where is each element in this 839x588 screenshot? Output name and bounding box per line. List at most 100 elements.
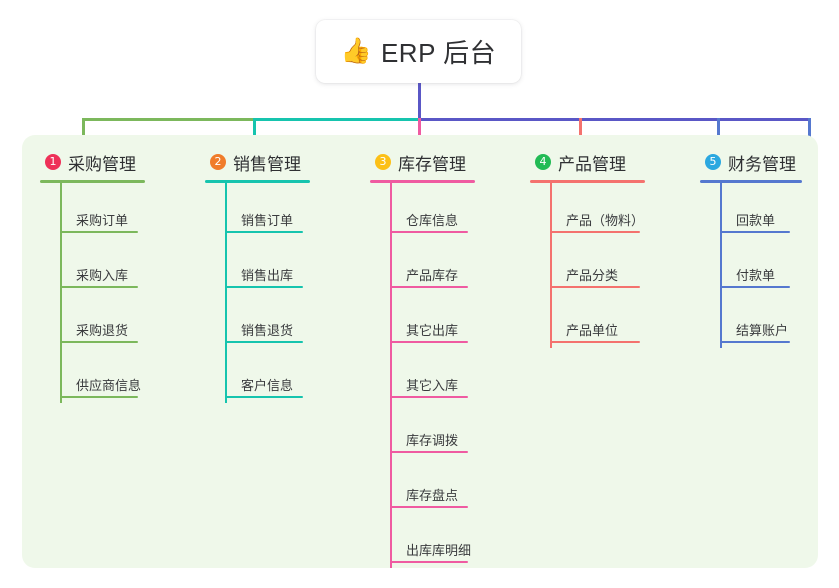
module-badge-icon: 1 xyxy=(45,154,61,170)
tree-spine xyxy=(390,183,392,568)
submenu-item-label: 产品库存 xyxy=(406,268,459,283)
tree-spine xyxy=(60,183,62,403)
submenu-item[interactable]: 产品单位 xyxy=(530,293,650,348)
module-column-2: 2 销售管理销售订单销售出库销售退货客户信息 xyxy=(205,150,315,403)
submenu-item[interactable]: 仓库信息 xyxy=(370,183,480,238)
module-title: 财务管理 xyxy=(728,154,796,174)
submenu-item-underline xyxy=(720,341,790,343)
submenu-item-underline xyxy=(390,451,468,453)
submenu-item-label: 付款单 xyxy=(736,268,776,283)
submenu-item-underline xyxy=(60,286,138,288)
tree-spine xyxy=(225,183,227,403)
module-underline xyxy=(370,180,475,183)
submenu-item[interactable]: 供应商信息 xyxy=(40,348,150,403)
submenu-item-label: 库存盘点 xyxy=(406,488,459,503)
submenu-item-label: 出库库明细 xyxy=(406,543,472,558)
submenu-item-label: 采购订单 xyxy=(76,213,129,228)
submenu-list: 销售订单销售出库销售退货客户信息 xyxy=(205,183,315,403)
module-badge-icon: 5 xyxy=(705,154,721,170)
submenu-item-underline xyxy=(390,561,468,563)
module-underline xyxy=(700,180,802,183)
module-header-5[interactable]: 5 财务管理 xyxy=(700,150,810,174)
submenu-item-underline xyxy=(390,341,468,343)
submenu-item[interactable]: 采购订单 xyxy=(40,183,150,238)
module-underline xyxy=(40,180,145,183)
module-header-1[interactable]: 1 采购管理 xyxy=(40,150,150,174)
module-title: 库存管理 xyxy=(398,154,466,174)
module-underline xyxy=(530,180,645,183)
submenu-item[interactable]: 回款单 xyxy=(700,183,810,238)
module-badge-icon: 2 xyxy=(210,154,226,170)
thumbs-up-icon: 👍 xyxy=(340,37,372,65)
module-title: 销售管理 xyxy=(233,154,301,174)
submenu-item-label: 销售出库 xyxy=(241,268,294,283)
submenu-item[interactable]: 其它出库 xyxy=(370,293,480,348)
submenu-item[interactable]: 销售订单 xyxy=(205,183,315,238)
submenu-item-underline xyxy=(720,231,790,233)
submenu-item-underline xyxy=(60,341,138,343)
submenu-item-label: 产品单位 xyxy=(566,323,619,338)
submenu-item[interactable]: 出库库明细 xyxy=(370,513,480,568)
submenu-item-underline xyxy=(60,396,138,398)
module-title: 产品管理 xyxy=(558,154,626,174)
module-column-5: 5 财务管理回款单付款单结算账户 xyxy=(700,150,810,348)
module-header-3[interactable]: 3 库存管理 xyxy=(370,150,480,174)
submenu-item-underline xyxy=(390,286,468,288)
module-column-4: 4 产品管理产品（物料） 产品分类产品单位 xyxy=(530,150,650,348)
submenu-item-label: 产品（物料） xyxy=(566,213,645,228)
submenu-item-label: 产品分类 xyxy=(566,268,619,283)
submenu-item-underline xyxy=(550,231,640,233)
submenu-item[interactable]: 库存调拨 xyxy=(370,403,480,458)
tree-spine xyxy=(550,183,552,348)
module-badge-icon: 3 xyxy=(375,154,391,170)
submenu-item[interactable]: 产品库存 xyxy=(370,238,480,293)
submenu-item[interactable]: 产品分类 xyxy=(530,238,650,293)
module-column-1: 1 采购管理采购订单采购入库采购退货供应商信息 xyxy=(40,150,150,403)
submenu-item[interactable]: 采购入库 xyxy=(40,238,150,293)
submenu-item-label: 供应商信息 xyxy=(76,378,142,393)
submenu-item-underline xyxy=(225,396,303,398)
submenu-item[interactable]: 采购退货 xyxy=(40,293,150,348)
submenu-item[interactable]: 销售出库 xyxy=(205,238,315,293)
submenu-item-underline xyxy=(390,506,468,508)
submenu-item-label: 客户信息 xyxy=(241,378,294,393)
submenu-item[interactable]: 付款单 xyxy=(700,238,810,293)
module-badge-icon: 4 xyxy=(535,154,551,170)
submenu-item[interactable]: 客户信息 xyxy=(205,348,315,403)
root-node[interactable]: 👍 ERP 后台 xyxy=(316,20,521,83)
submenu-item-label: 销售订单 xyxy=(241,213,294,228)
module-underline xyxy=(205,180,310,183)
submenu-list: 仓库信息产品库存其它出库其它入库库存调拨库存盘点出库库明细 xyxy=(370,183,480,568)
modules-panel xyxy=(22,135,818,568)
submenu-list: 采购订单采购入库采购退货供应商信息 xyxy=(40,183,150,403)
module-column-3: 3 库存管理仓库信息产品库存其它出库其它入库库存调拨库存盘点出库库明细 xyxy=(370,150,480,568)
submenu-item[interactable]: 销售退货 xyxy=(205,293,315,348)
submenu-item[interactable]: 其它入库 xyxy=(370,348,480,403)
submenu-item-label: 采购退货 xyxy=(76,323,129,338)
submenu-item-underline xyxy=(550,341,640,343)
submenu-item-underline xyxy=(390,231,468,233)
submenu-item-label: 其它出库 xyxy=(406,323,459,338)
submenu-item-label: 采购入库 xyxy=(76,268,129,283)
submenu-item-label: 库存调拨 xyxy=(406,433,459,448)
module-header-4[interactable]: 4 产品管理 xyxy=(530,150,650,174)
module-title: 采购管理 xyxy=(68,154,136,174)
submenu-item-underline xyxy=(550,286,640,288)
submenu-item-label: 销售退货 xyxy=(241,323,294,338)
submenu-item-underline xyxy=(720,286,790,288)
submenu-item-underline xyxy=(225,341,303,343)
submenu-item[interactable]: 产品（物料） xyxy=(530,183,650,238)
submenu-list: 回款单付款单结算账户 xyxy=(700,183,810,348)
submenu-item-underline xyxy=(60,231,138,233)
submenu-item-label: 结算账户 xyxy=(736,323,789,338)
tree-spine xyxy=(720,183,722,348)
submenu-list: 产品（物料） 产品分类产品单位 xyxy=(530,183,650,348)
submenu-item[interactable]: 库存盘点 xyxy=(370,458,480,513)
submenu-item-underline xyxy=(225,286,303,288)
submenu-item[interactable]: 结算账户 xyxy=(700,293,810,348)
submenu-item-label: 回款单 xyxy=(736,213,776,228)
submenu-item-label: 仓库信息 xyxy=(406,213,459,228)
module-header-2[interactable]: 2 销售管理 xyxy=(205,150,315,174)
submenu-item-underline xyxy=(390,396,468,398)
